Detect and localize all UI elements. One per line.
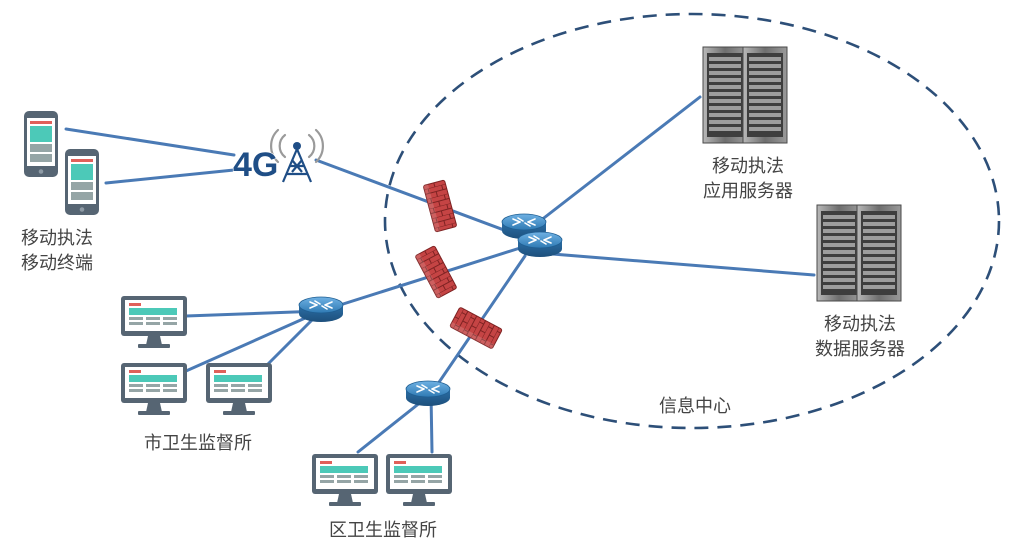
app-server-label-line2: 应用服务器: [703, 181, 793, 202]
monitor-icon: [206, 363, 272, 415]
link-cityrouter-monitor2: [184, 309, 323, 373]
monitor-icon: [121, 363, 187, 415]
district-office-label: 区卫生监督所: [329, 520, 437, 541]
router-icon: [298, 296, 344, 323]
link-core-appserver: [538, 95, 702, 223]
firewall-icon: [449, 306, 503, 350]
db-server-label-line1: 移动执法: [824, 314, 896, 335]
server-rack-icon: [817, 205, 901, 301]
mobile-terminal-label-line1: 移动执法: [21, 228, 93, 249]
link-phone1-4g: [64, 127, 236, 157]
firewall-icon: [414, 245, 458, 299]
phone-icon: [24, 111, 58, 177]
info-center-boundary: [383, 12, 1001, 430]
signal-label: 4G: [233, 146, 278, 184]
app-server-label-line1: 移动执法: [712, 156, 784, 177]
link-core-cityrouter: [319, 246, 522, 313]
server-rack-icon: [703, 47, 787, 143]
firewall-icon: [422, 179, 458, 233]
router-icon: [517, 231, 563, 258]
link-4g-core: [314, 158, 522, 238]
info-center-label: 信息中心: [659, 396, 731, 417]
monitor-icon: [312, 454, 378, 506]
mobile-terminal-label-line2: 移动终端: [21, 253, 93, 274]
phone-icon: [65, 149, 99, 215]
link-core-dbserver: [538, 251, 816, 277]
link-phone2-4g: [104, 168, 236, 185]
link-cityrouter-monitor1: [184, 309, 323, 318]
cell-tower-icon: [270, 128, 324, 183]
db-server-label-line2: 数据服务器: [815, 339, 905, 360]
monitor-icon: [121, 296, 187, 348]
router-icon: [405, 380, 451, 407]
monitor-icon: [386, 454, 452, 506]
city-office-label: 市卫生监督所: [144, 433, 252, 454]
